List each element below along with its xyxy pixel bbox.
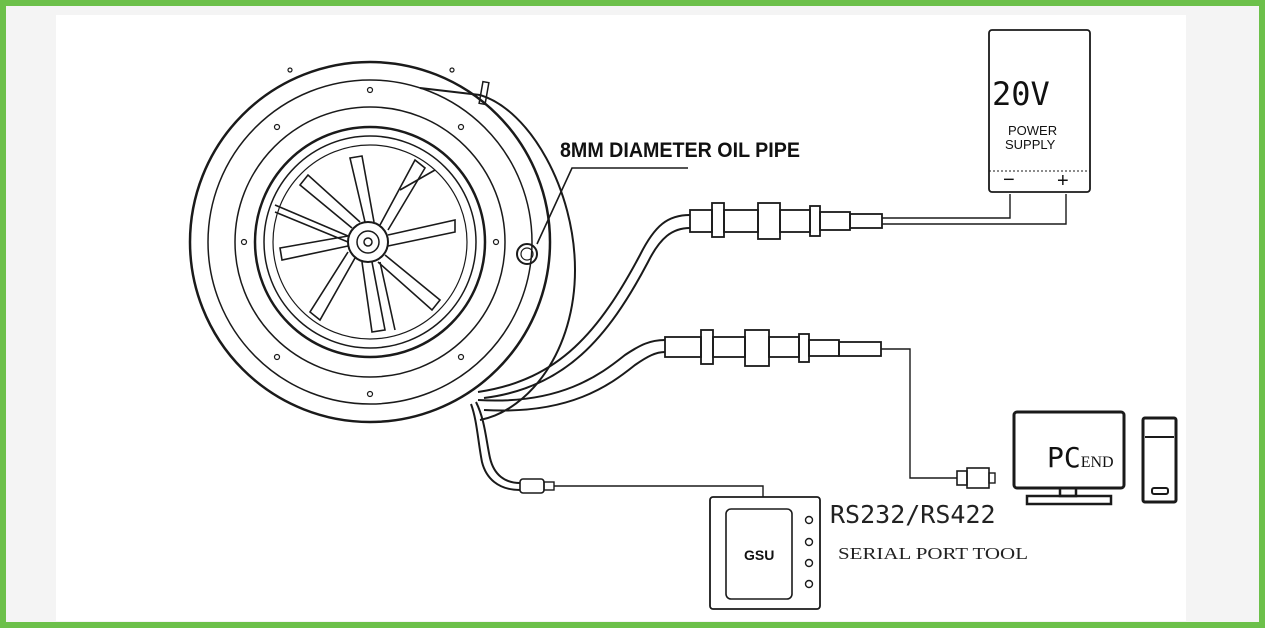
fan-blades xyxy=(274,155,456,333)
data-cable xyxy=(477,329,996,489)
minus-terminal-label: − xyxy=(1003,169,1015,191)
pc-label-big: PC xyxy=(1047,441,1081,474)
plus-terminal-label: + xyxy=(1057,170,1069,192)
power-supply xyxy=(988,29,1091,193)
gsu-cable xyxy=(470,401,764,497)
gsu-unit xyxy=(709,496,821,610)
power-supply-label-2: SUPPLY xyxy=(1005,137,1056,152)
power-cable xyxy=(477,194,1067,399)
oil-pipe-leader xyxy=(536,167,688,245)
pc-label: PCEND xyxy=(1047,441,1114,474)
power-supply-label-1: POWER xyxy=(1008,123,1057,138)
pc-label-small: END xyxy=(1081,454,1114,471)
oil-pipe-label: 8MM DIAMETER OIL PIPE xyxy=(560,139,800,162)
gsu-label: GSU xyxy=(744,547,774,563)
engine-bolt-holes xyxy=(240,67,500,398)
rs-label: RS232/RS422 xyxy=(830,500,996,529)
diagram-panel xyxy=(56,15,1186,621)
serial-tool-label: SERIAL PORT TOOL xyxy=(838,544,1028,563)
pc-computer xyxy=(1012,410,1178,506)
engine-unit xyxy=(188,60,577,424)
voltage-label: 20V xyxy=(992,75,1050,113)
oil-pipe-port xyxy=(516,243,538,265)
